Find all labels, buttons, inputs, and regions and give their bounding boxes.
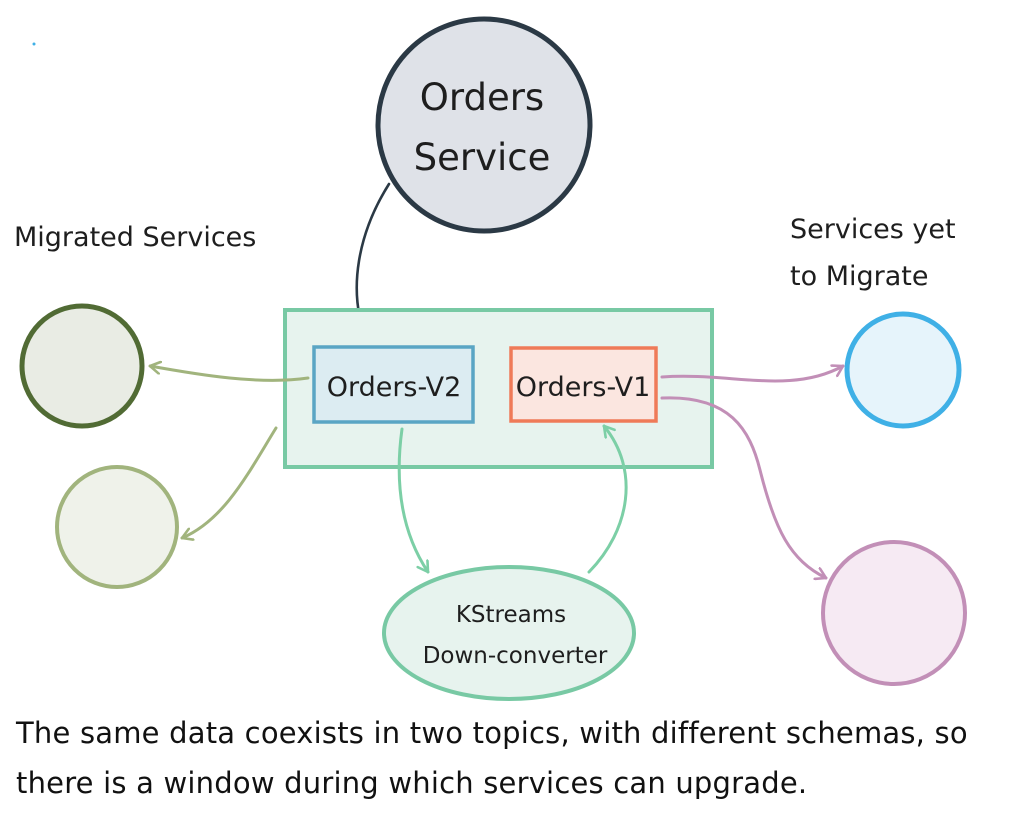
converter-label-line2: Down-converter <box>423 643 608 669</box>
topic-orders-v2[interactable]: Orders-V2 <box>312 345 475 424</box>
unmigrated-service-2[interactable] <box>821 540 967 686</box>
arrow-v2-to-converter <box>397 427 430 574</box>
unmigrated-service-1[interactable] <box>844 311 962 429</box>
yet-to-migrate-label-line1: Services yet <box>790 214 956 245</box>
orders-service-label-line1: Orders <box>420 76 544 119</box>
arrow-v2-to-migrated-1 <box>148 366 310 382</box>
arrow-v1-to-unmigrated-2 <box>660 396 828 578</box>
orders-v1-box <box>509 346 658 423</box>
kstreams-down-converter-node[interactable]: KStreams Down-converter <box>382 565 636 701</box>
converter-ellipse <box>382 565 636 701</box>
caption-line-2: there is a window during which services … <box>16 766 808 800</box>
migrated-service-1[interactable] <box>19 303 145 429</box>
caption-line-1: The same data coexists in two topics, wi… <box>16 716 968 750</box>
stray-dot <box>32 42 36 46</box>
orders-v1-label: Orders-V1 <box>516 372 651 403</box>
orders-service-circle <box>375 16 593 234</box>
yet-to-migrate-label-line2: to Migrate <box>790 261 928 292</box>
orders-v2-box <box>312 345 475 424</box>
orders-service-label-line2: Service <box>414 136 551 179</box>
caption: The same data coexists in two topics, wi… <box>16 708 1016 808</box>
arrow-v2-to-migrated-2 <box>180 426 278 538</box>
arrow-converter-to-v1 <box>587 424 628 574</box>
orders-service-node[interactable]: Orders Service <box>375 16 593 234</box>
orders-v2-label: Orders-V2 <box>327 372 462 403</box>
topic-orders-v1[interactable]: Orders-V1 <box>509 346 658 423</box>
converter-label-line1: KStreams <box>456 602 566 628</box>
migrated-service-2[interactable] <box>55 465 179 589</box>
migrated-services-label: Migrated Services <box>14 222 256 253</box>
arrow-v1-to-unmigrated-1 <box>660 366 845 383</box>
